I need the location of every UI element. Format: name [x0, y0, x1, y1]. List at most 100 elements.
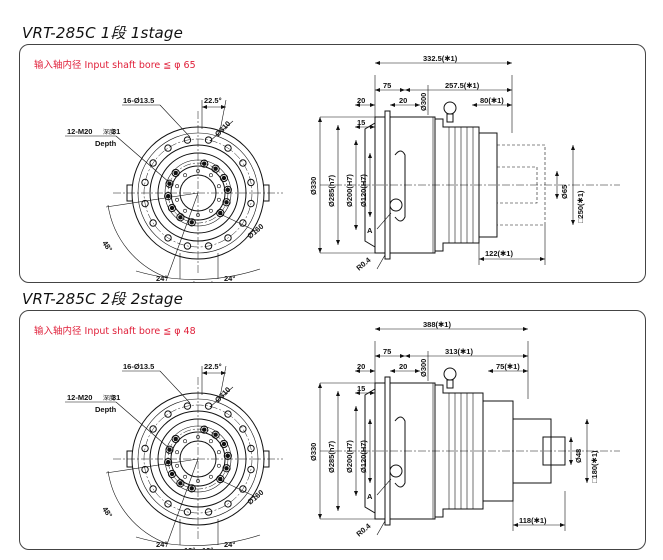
front-tap-hole	[176, 479, 185, 488]
front-small-hole	[196, 435, 200, 439]
front-ring-1	[137, 132, 259, 254]
side-dim-shaft-label: Ø48	[574, 449, 583, 463]
front-angle-24b-label: 24°	[224, 540, 235, 549]
side-dim-285-label: Ø285(h7)	[327, 174, 336, 207]
side-dim-20b-label: 20	[399, 96, 407, 105]
front-angle-48-arc	[107, 204, 169, 279]
side-dim-15-arrow-left	[355, 391, 360, 395]
side-dim-75-arrow-right	[400, 88, 405, 92]
front-small-hole	[217, 197, 221, 202]
front-tap-hole	[165, 179, 174, 188]
side-dim-square-label: □180(✱1)	[590, 450, 599, 483]
front-tap-hole	[216, 208, 225, 218]
side-dim-square-arrow-top	[571, 145, 575, 150]
side-dim-257-label: 257.5(✱1)	[445, 81, 480, 90]
front-tap-hole-core	[169, 471, 175, 477]
side-dim-overall-arrow-left	[375, 61, 380, 65]
side-dim-300-label: Ø300	[419, 359, 428, 377]
front-small-hole	[175, 450, 179, 455]
front-holes-callout: 16-Ø13.5	[123, 96, 154, 105]
front-small-hole	[196, 169, 200, 173]
front-ring-3	[157, 152, 239, 234]
side-dim-120-arrow-bottom	[368, 478, 372, 483]
side-inner-bore	[394, 150, 406, 222]
front-tap-hole	[219, 439, 229, 449]
side-dim-bottom-label: 122(✱1)	[485, 249, 513, 258]
front-small-hole	[183, 173, 187, 178]
front-tap-hole-core	[213, 166, 218, 171]
side-dim-330-arrow-top	[318, 117, 322, 122]
side-dim-75-label: 75	[383, 81, 391, 90]
front-bolt-hole	[204, 136, 213, 144]
front-angle-48-label: 48°	[100, 239, 114, 253]
side-dim-300-label: Ø300	[419, 93, 428, 111]
front-bolt-hole	[149, 485, 157, 493]
front-bolt-hole	[247, 199, 255, 208]
side-input-shaft	[496, 166, 538, 204]
side-dim-bottom-arrow-right	[540, 257, 545, 261]
front-small-hole	[183, 208, 187, 213]
front-tap-hole	[222, 464, 231, 473]
front-bolt-hole	[224, 144, 232, 152]
side-dim-square-label: □250(✱1)	[576, 190, 585, 223]
front-tap-hole	[216, 474, 225, 484]
front-tap-hole	[171, 434, 180, 444]
side-dim-285-arrow-bottom	[336, 506, 340, 511]
front-pcd-outer	[143, 404, 253, 514]
side-dim-20a-arrow-left	[355, 103, 360, 107]
front-pcd-leader	[209, 386, 234, 408]
front-small-hole	[196, 479, 200, 483]
side-dim-square-arrow-bottom	[571, 220, 575, 225]
side-dim-80-label: 80(✱1)	[480, 96, 504, 105]
side-dim-200-arrow-top	[354, 140, 358, 145]
front-tap-hole	[176, 213, 185, 222]
side-inner-bore	[394, 416, 406, 488]
front-tap-hole	[223, 185, 232, 194]
side-dim-20b-arrow-right	[415, 369, 420, 373]
front-tap-hole-core	[178, 215, 183, 220]
front-tap-hole-core	[218, 210, 223, 216]
front-tap-hole	[211, 430, 220, 439]
front-small-hole	[196, 213, 200, 217]
side-dim-285-label: Ø285(h7)	[327, 440, 336, 473]
front-bolt-hole	[183, 508, 192, 516]
side-dim-15-arrow-left	[355, 125, 360, 129]
front-bolt-hole	[183, 242, 192, 250]
front-bolt-hole	[141, 444, 149, 453]
front-ring-6	[179, 174, 217, 212]
front-angle-top-dim-arrow-left	[202, 105, 207, 109]
side-dim-330-label: Ø330	[309, 443, 318, 461]
front-angle-top-label: 22.5°	[204, 362, 222, 371]
front-depth-label: Depth	[95, 405, 117, 414]
front-depth-jp: 深度	[103, 128, 115, 136]
front-bolt-hole	[149, 425, 157, 433]
front-bolt-hole	[183, 136, 192, 144]
front-small-hole	[217, 450, 221, 455]
front-tap-hole	[164, 458, 173, 467]
front-bolt-hole	[239, 159, 247, 167]
front-angle-top-dim-arrow-left	[202, 371, 207, 375]
front-tap-hole	[164, 192, 173, 201]
side-dim-200-arrow-top	[354, 406, 358, 411]
front-tap-hole	[211, 164, 220, 173]
front-tap-hole	[219, 173, 229, 183]
side-dim-overall-label: 388(✱1)	[423, 320, 451, 329]
front-small-hole	[217, 463, 221, 468]
front-tap-hole-core	[202, 161, 207, 166]
side-dim-square-arrow-top	[585, 419, 589, 424]
side-eyebolt-ring	[443, 101, 457, 115]
front-tap-hole-core	[224, 200, 229, 205]
side-dim-75-arrow-left	[375, 88, 380, 92]
side-dim-shaft-label: Ø65	[560, 185, 569, 199]
front-inner-pcd-label: Ø160	[246, 488, 266, 507]
side-dim-257-arrow-left	[405, 354, 410, 358]
front-depth-label: Depth	[95, 139, 117, 148]
side-detail-a-label: A	[367, 492, 373, 501]
front-tap-hole	[187, 218, 196, 227]
side-dim-257-label: 313(✱1)	[445, 347, 473, 356]
side-dim-overall-label: 332.5(✱1)	[423, 54, 458, 63]
side-dim-330-arrow-bottom	[318, 514, 322, 519]
front-tap-hole	[187, 484, 196, 493]
side-dim-285-arrow-top	[336, 125, 340, 130]
